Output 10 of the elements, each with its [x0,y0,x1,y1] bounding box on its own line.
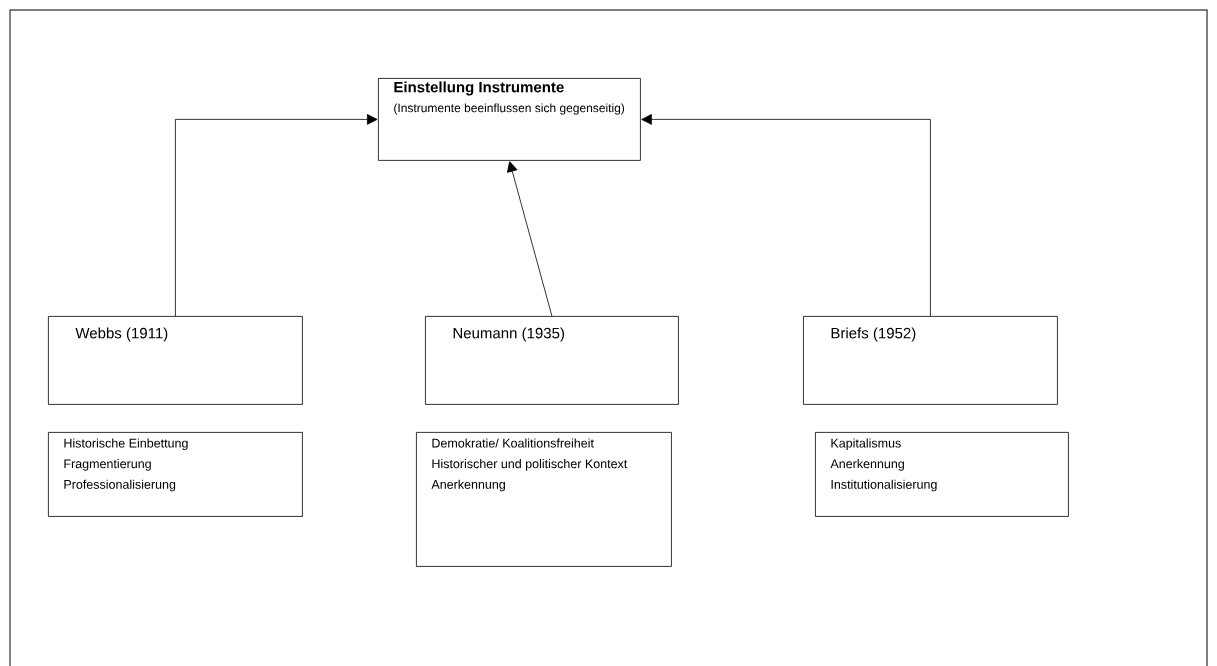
arrow [175,114,378,317]
title-box: Einstellung Instrumente (Instrumente beeinflussen sich gegenseitig) [378,78,641,161]
keyword-box: Demokratie/ Koalitionsfreiheit Historischer und politischer Kontext Anerkennung [416,432,672,567]
arrow [507,161,553,317]
keyword-box: Historische Einbettung Fragmentierung Professionalisierung [48,432,303,517]
arrow [641,114,931,317]
author-box: Neumann (1935) [425,316,679,405]
author-box: Briefs (1952) [803,316,1058,405]
author-box: Webbs (1911) [48,316,303,405]
keyword-box: Kapitalismus Anerkennung Institutionalisierung [815,432,1069,517]
